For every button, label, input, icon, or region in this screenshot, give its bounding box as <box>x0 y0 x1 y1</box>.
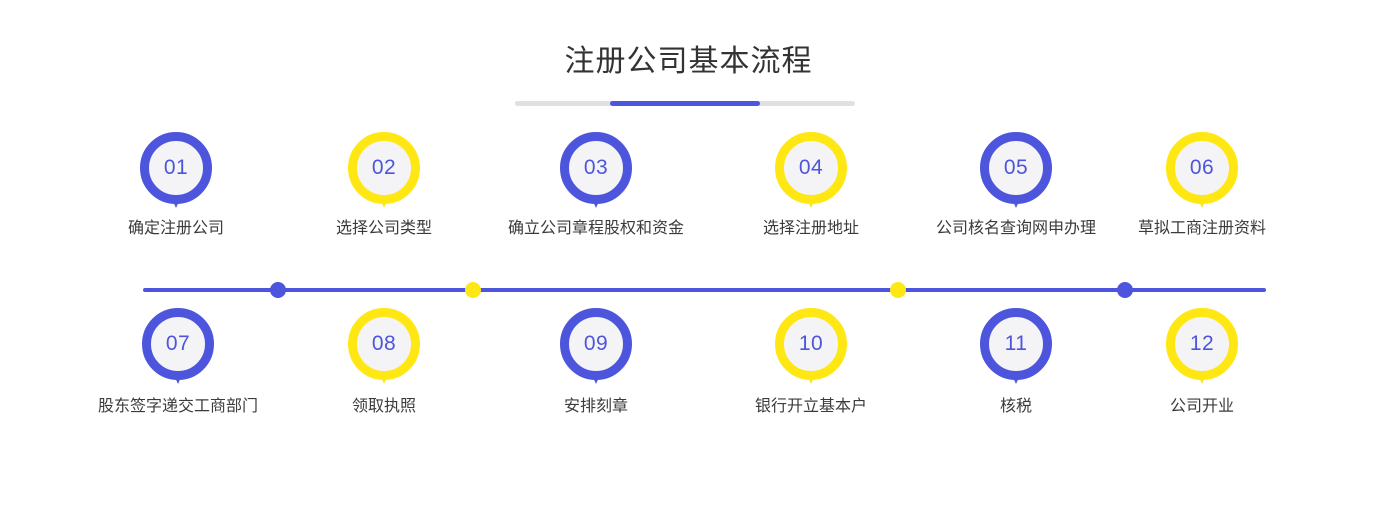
step-label: 公司开业 <box>1169 398 1234 415</box>
step-label: 银行开立基本户 <box>754 398 867 415</box>
pin-ring <box>980 308 1052 380</box>
step-number: 12 <box>1189 332 1215 355</box>
pin-ring <box>348 132 420 204</box>
step-label: 确立公司章程股权和资金 <box>507 220 684 237</box>
axis-dot-2 <box>465 282 481 298</box>
map-pin-icon: 07 <box>142 308 214 384</box>
step-number: 01 <box>163 156 189 179</box>
step-number: 06 <box>1189 156 1215 179</box>
step-label: 安排刻章 <box>563 398 628 415</box>
step-number: 05 <box>1003 156 1029 179</box>
step-label: 确定注册公司 <box>127 220 224 237</box>
step-label: 选择公司类型 <box>335 220 432 237</box>
page-title: 注册公司基本流程 <box>564 45 813 78</box>
step-label: 领取执照 <box>351 398 416 415</box>
pin-ring <box>1166 308 1238 380</box>
step-number: 10 <box>798 332 824 355</box>
step-number: 03 <box>583 156 609 179</box>
title-underline-accent <box>610 101 760 106</box>
timeline-step-06[interactable]: 06 草拟工商注册资料 <box>1092 132 1312 240</box>
pin-ring <box>980 132 1052 204</box>
timeline-step-11[interactable]: 11 核税 <box>906 308 1126 418</box>
timeline-step-07[interactable]: 07 股东签字递交工商部门 <box>68 308 288 418</box>
pin-ring <box>775 308 847 380</box>
title-underline-track <box>515 101 855 106</box>
timeline-step-08[interactable]: 08 领取执照 <box>274 308 494 418</box>
timeline-step-01[interactable]: 01 确定注册公司 <box>66 132 286 240</box>
map-pin-icon: 06 <box>1166 132 1238 208</box>
map-pin-icon: 08 <box>348 308 420 384</box>
timeline-step-09[interactable]: 09 安排刻章 <box>486 308 706 418</box>
map-pin-icon: 03 <box>560 132 632 208</box>
pin-ring <box>142 308 214 380</box>
step-number: 02 <box>371 156 397 179</box>
pin-ring <box>775 132 847 204</box>
step-number: 11 <box>1004 332 1028 355</box>
pin-ring <box>1166 132 1238 204</box>
step-label: 草拟工商注册资料 <box>1137 220 1266 237</box>
timeline-step-12[interactable]: 12 公司开业 <box>1092 308 1312 418</box>
step-number: 07 <box>165 332 191 355</box>
step-number: 09 <box>583 332 609 355</box>
map-pin-icon: 09 <box>560 308 632 384</box>
step-label: 公司核名查询网申办理 <box>935 220 1096 237</box>
axis-dot-3 <box>890 282 906 298</box>
step-label: 股东签字递交工商部门 <box>97 398 258 415</box>
axis-dot-1 <box>270 282 286 298</box>
map-pin-icon: 12 <box>1166 308 1238 384</box>
header: 注册公司基本流程 <box>0 0 1377 82</box>
pin-ring <box>560 132 632 204</box>
step-number: 04 <box>798 156 824 179</box>
axis-dot-4 <box>1117 282 1133 298</box>
timeline-step-10[interactable]: 10 银行开立基本户 <box>701 308 921 418</box>
map-pin-icon: 04 <box>775 132 847 208</box>
timeline-axis <box>143 288 1266 292</box>
step-label: 选择注册地址 <box>762 220 859 237</box>
step-label: 核税 <box>999 398 1032 415</box>
map-pin-icon: 11 <box>980 308 1052 384</box>
map-pin-icon: 02 <box>348 132 420 208</box>
timeline-step-04[interactable]: 04 选择注册地址 <box>701 132 921 240</box>
map-pin-icon: 05 <box>980 132 1052 208</box>
map-pin-icon: 10 <box>775 308 847 384</box>
pin-ring <box>140 132 212 204</box>
timeline-step-03[interactable]: 03 确立公司章程股权和资金 <box>486 132 706 240</box>
map-pin-icon: 01 <box>140 132 212 208</box>
step-number: 08 <box>371 332 397 355</box>
pin-ring <box>560 308 632 380</box>
pin-ring <box>348 308 420 380</box>
timeline-step-02[interactable]: 02 选择公司类型 <box>274 132 494 240</box>
timeline-step-05[interactable]: 05 公司核名查询网申办理 <box>906 132 1126 240</box>
